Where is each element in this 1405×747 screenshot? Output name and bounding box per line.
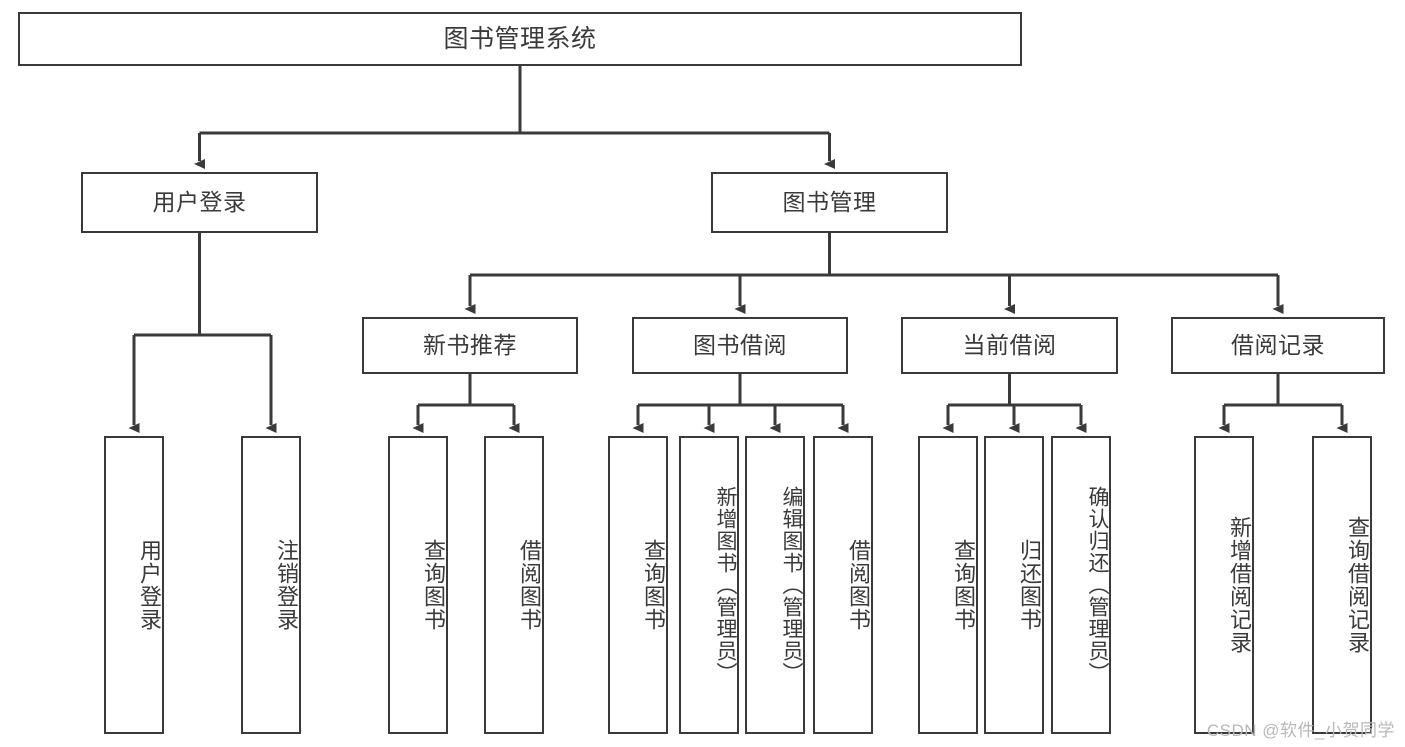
node-label: 查询图书 — [951, 539, 976, 631]
node-borrow-record[interactable]: 借阅记录 — [1171, 317, 1385, 374]
node-label: 用户登录 — [137, 539, 162, 631]
node-label: 用户登录 — [152, 188, 247, 215]
node-book-borrow[interactable]: 图书借阅 — [632, 317, 848, 374]
node-label: 借阅图书 — [846, 539, 871, 631]
node-user-login[interactable]: 用户登录 — [81, 172, 318, 233]
node-leaf-query-book-2[interactable]: 查询图书 — [608, 436, 668, 734]
node-book-manage[interactable]: 图书管理 — [711, 172, 948, 233]
node-leaf-user-login[interactable]: 用户登录 — [104, 436, 164, 734]
node-label: 图书管理 — [782, 188, 877, 215]
node-label: 查询图书 — [641, 539, 666, 631]
node-leaf-add-book[interactable]: 新增图书（管理员） — [679, 436, 739, 734]
node-leaf-logout[interactable]: 注销登录 — [241, 436, 301, 734]
node-leaf-add-record[interactable]: 新增借阅记录 — [1194, 436, 1254, 734]
node-root-root[interactable]: 图书管理系统 — [18, 12, 1022, 66]
node-label: 编辑图书（管理员） — [780, 486, 803, 684]
node-label: 图书管理系统 — [443, 25, 597, 53]
node-label: 图书借阅 — [693, 331, 787, 358]
node-label: 查询借阅记录 — [1345, 516, 1370, 654]
node-label: 归还图书 — [1017, 539, 1042, 631]
node-label: 借阅图书 — [517, 539, 542, 631]
node-label: 当前借阅 — [962, 331, 1057, 358]
node-leaf-query-record[interactable]: 查询借阅记录 — [1312, 436, 1372, 734]
node-label: 新增图书（管理员） — [714, 486, 737, 684]
node-label: 借阅记录 — [1231, 331, 1325, 358]
node-leaf-edit-book[interactable]: 编辑图书（管理员） — [745, 436, 805, 734]
node-leaf-return-book[interactable]: 归还图书 — [984, 436, 1044, 734]
node-current-borrow[interactable]: 当前借阅 — [901, 317, 1118, 374]
node-new-book-recommend[interactable]: 新书推荐 — [362, 317, 578, 374]
node-leaf-borrow-book-1[interactable]: 借阅图书 — [484, 436, 544, 734]
watermark-text: CSDN @软件_小贺同学 — [1206, 721, 1395, 740]
node-leaf-query-book-3[interactable]: 查询图书 — [918, 436, 978, 734]
node-label: 注销登录 — [274, 539, 299, 631]
node-leaf-query-book-1[interactable]: 查询图书 — [388, 436, 448, 734]
node-label: 新增借阅记录 — [1227, 516, 1252, 654]
node-label: 查询图书 — [421, 539, 446, 631]
node-label: 新书推荐 — [423, 331, 517, 358]
node-label: 确认归还（管理员） — [1086, 486, 1109, 684]
node-leaf-borrow-book-2[interactable]: 借阅图书 — [813, 436, 873, 734]
node-leaf-confirm-return[interactable]: 确认归还（管理员） — [1051, 436, 1111, 734]
